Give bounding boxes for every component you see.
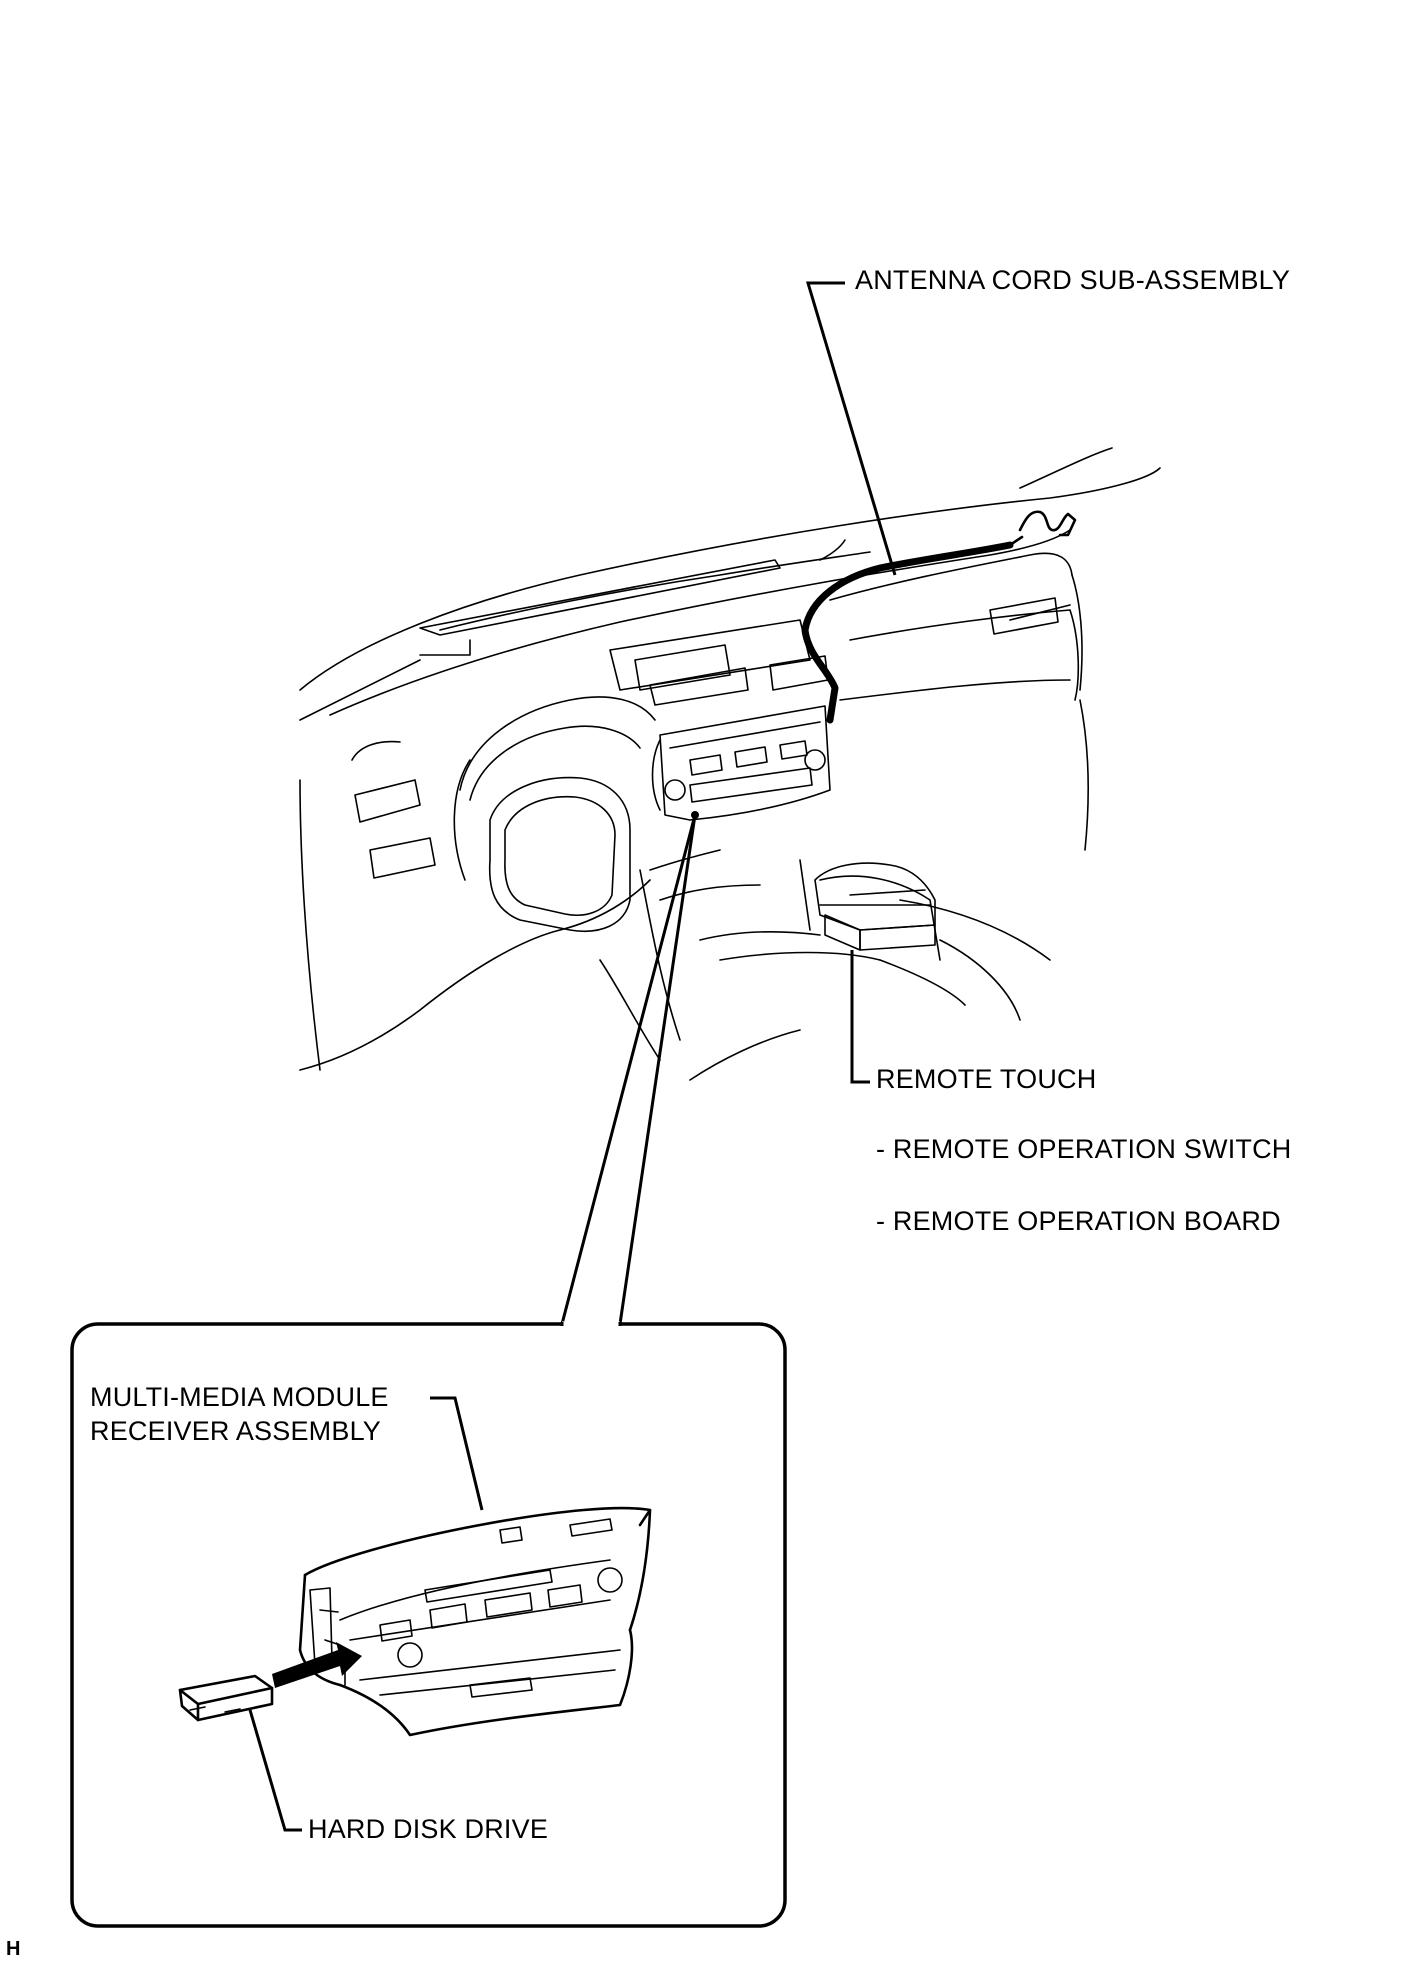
callout-line-left <box>560 814 697 1325</box>
hard-disk-drive-leader <box>248 1709 302 1832</box>
detail-inset <box>70 1321 787 1928</box>
multimedia-module-leader <box>430 1396 484 1511</box>
remote-touch-label: REMOTE TOUCH <box>876 1064 1097 1094</box>
antenna-cord-label: ANTENNA CORD SUB-ASSEMBLY <box>855 265 1291 295</box>
multimedia-module-label-line1: MULTI-MEDIA MODULE <box>90 1382 389 1412</box>
hard-disk-drive-illustration <box>178 1674 274 1722</box>
leader-lines <box>560 281 897 1325</box>
remote-operation-switch-label: - REMOTE OPERATION SWITCH <box>876 1134 1292 1164</box>
remote-touch-leader <box>850 950 870 1084</box>
remote-operation-board-label: - REMOTE OPERATION BOARD <box>876 1206 1281 1236</box>
multimedia-module-illustration <box>272 1506 652 1737</box>
hard-disk-drive-label: HARD DISK DRIVE <box>308 1814 549 1844</box>
figure-code: H <box>6 1938 21 1960</box>
antenna-cord-leader <box>805 281 897 576</box>
dashboard-illustration <box>299 447 1161 1081</box>
callout-line-right <box>618 814 697 1325</box>
detail-inset-frame <box>70 1322 787 1928</box>
multimedia-module-label-line2: RECEIVER ASSEMBLY <box>90 1416 382 1446</box>
